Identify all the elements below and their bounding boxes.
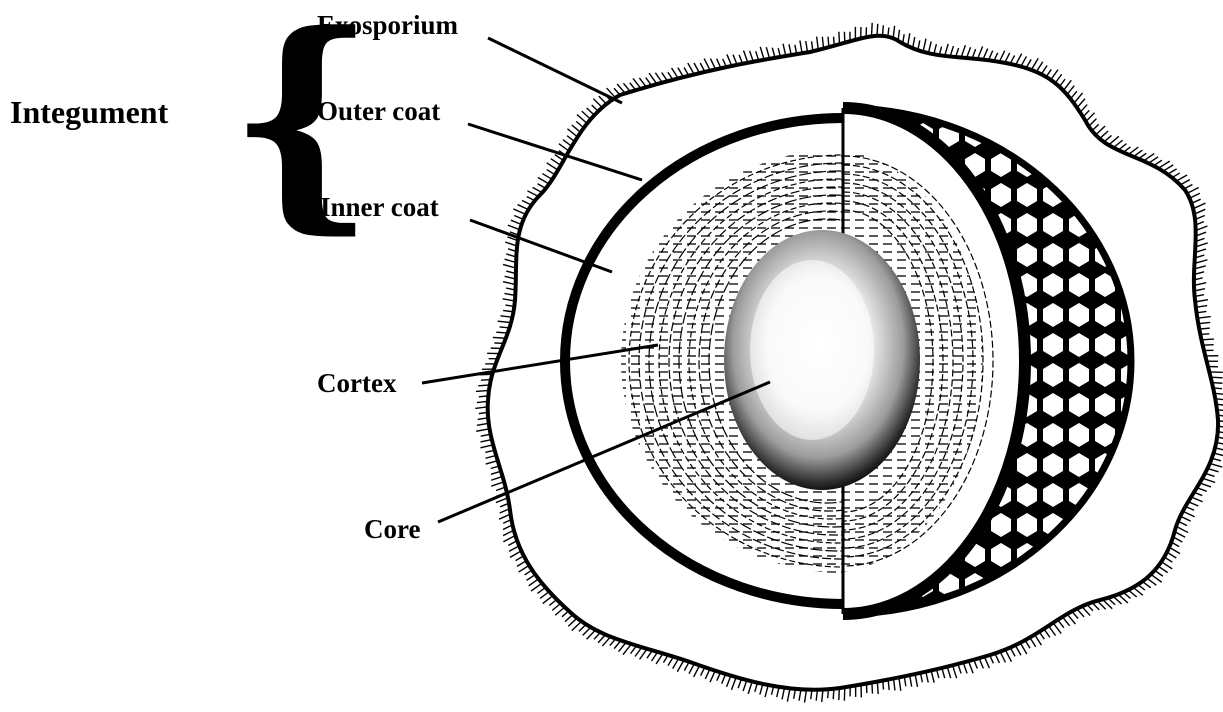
label-inner-coat: Inner coat: [320, 194, 439, 221]
label-core: Core: [364, 516, 420, 543]
core: [724, 230, 920, 490]
label-exosporium: Exosporium: [317, 12, 458, 39]
label-outer-coat: Outer coat: [317, 98, 440, 125]
label-cortex: Cortex: [317, 370, 396, 397]
leader-exosporium: [488, 38, 622, 103]
label-integument: Integument: [10, 96, 168, 128]
